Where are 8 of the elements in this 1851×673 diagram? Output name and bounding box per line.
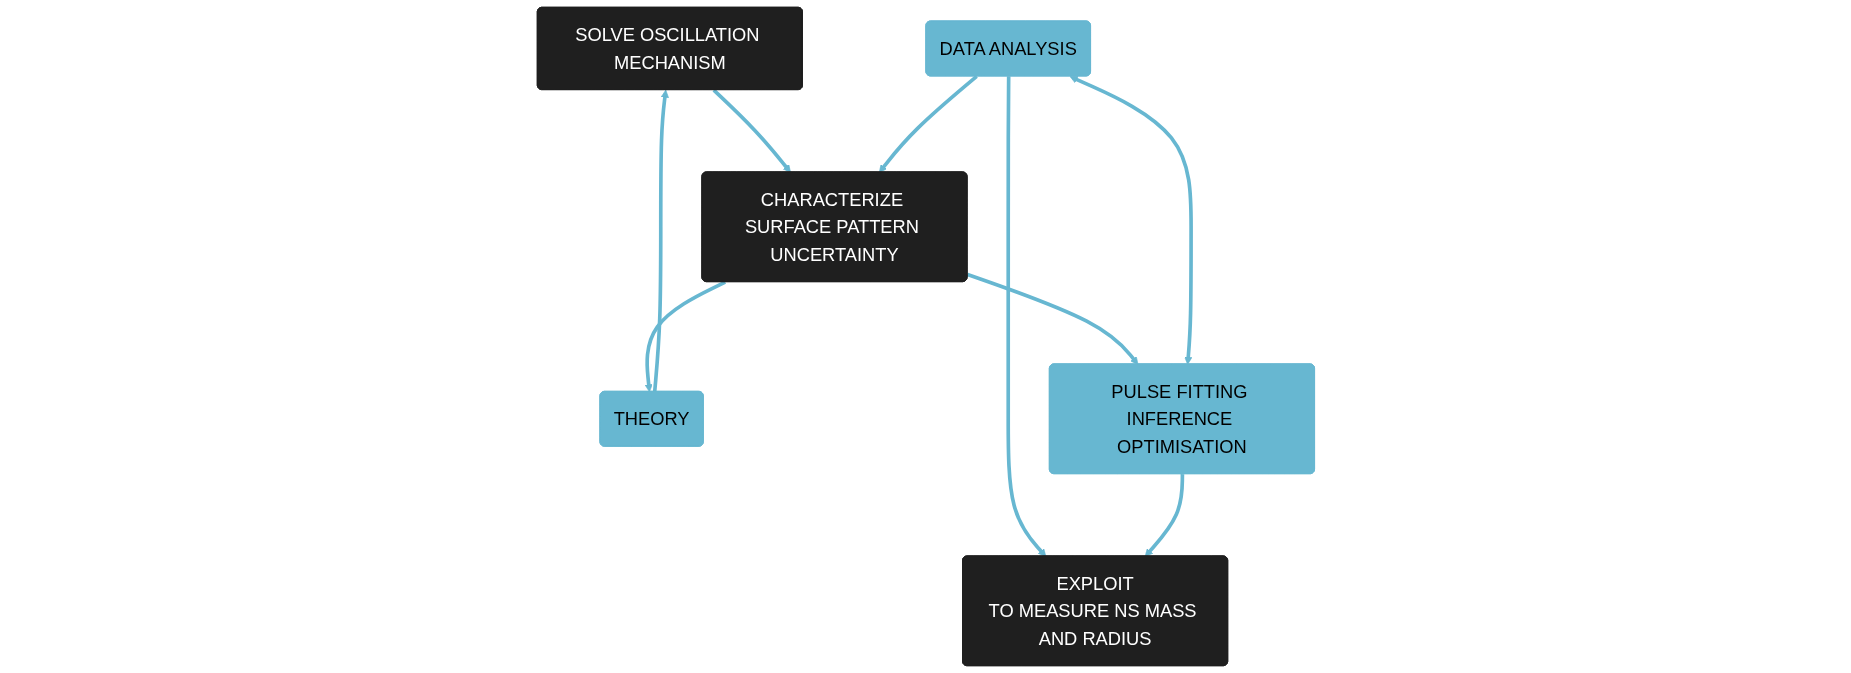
arrow: [712, 88, 791, 173]
arrow: [644, 280, 726, 393]
arrow: [878, 74, 978, 173]
arrow: [1005, 76, 1046, 557]
arrow: [966, 272, 1138, 365]
arrow: [652, 89, 669, 392]
arrow: [1144, 474, 1184, 557]
arrow: [1069, 75, 1193, 365]
